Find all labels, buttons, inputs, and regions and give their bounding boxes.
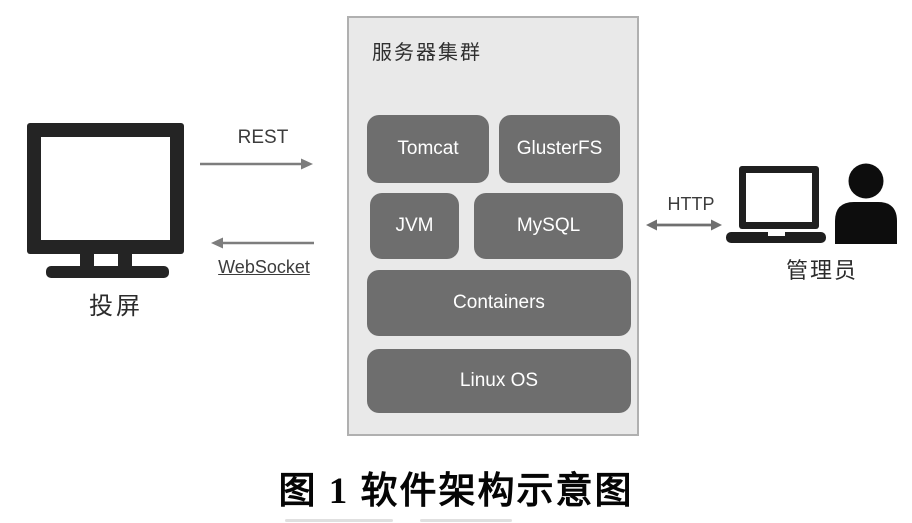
- monitor-icon: [27, 123, 184, 278]
- block-glusterfs: GlusterFS: [499, 115, 620, 183]
- cropped-next-line-remnant: [285, 519, 393, 522]
- block-containers: Containers: [367, 270, 631, 336]
- server-cluster-title: 服务器集群: [372, 42, 482, 64]
- figure-caption: 图 1 软件架构示意图: [278, 471, 634, 512]
- server-cluster-box: 服务器集群 Tomcat GlusterFS JVM MySQL Contain…: [347, 16, 639, 436]
- left-node-label: 投屏: [89, 293, 143, 320]
- http-arrow-both-icon: [646, 219, 722, 231]
- block-jvm: JVM: [370, 193, 459, 259]
- cropped-next-line-remnant: [420, 519, 512, 522]
- block-linux-os: Linux OS: [367, 349, 631, 413]
- websocket-arrow-left-icon: [211, 237, 314, 249]
- laptop-icon: [726, 166, 826, 243]
- person-icon: [835, 163, 897, 244]
- right-node-label: 管理员: [785, 258, 858, 283]
- block-mysql: MySQL: [474, 193, 623, 259]
- rest-arrow-right-icon: [200, 158, 313, 170]
- http-label: HTTP: [667, 194, 715, 214]
- block-tomcat: Tomcat: [367, 115, 489, 183]
- rest-label: REST: [237, 127, 289, 148]
- websocket-label: WebSocket: [218, 257, 310, 277]
